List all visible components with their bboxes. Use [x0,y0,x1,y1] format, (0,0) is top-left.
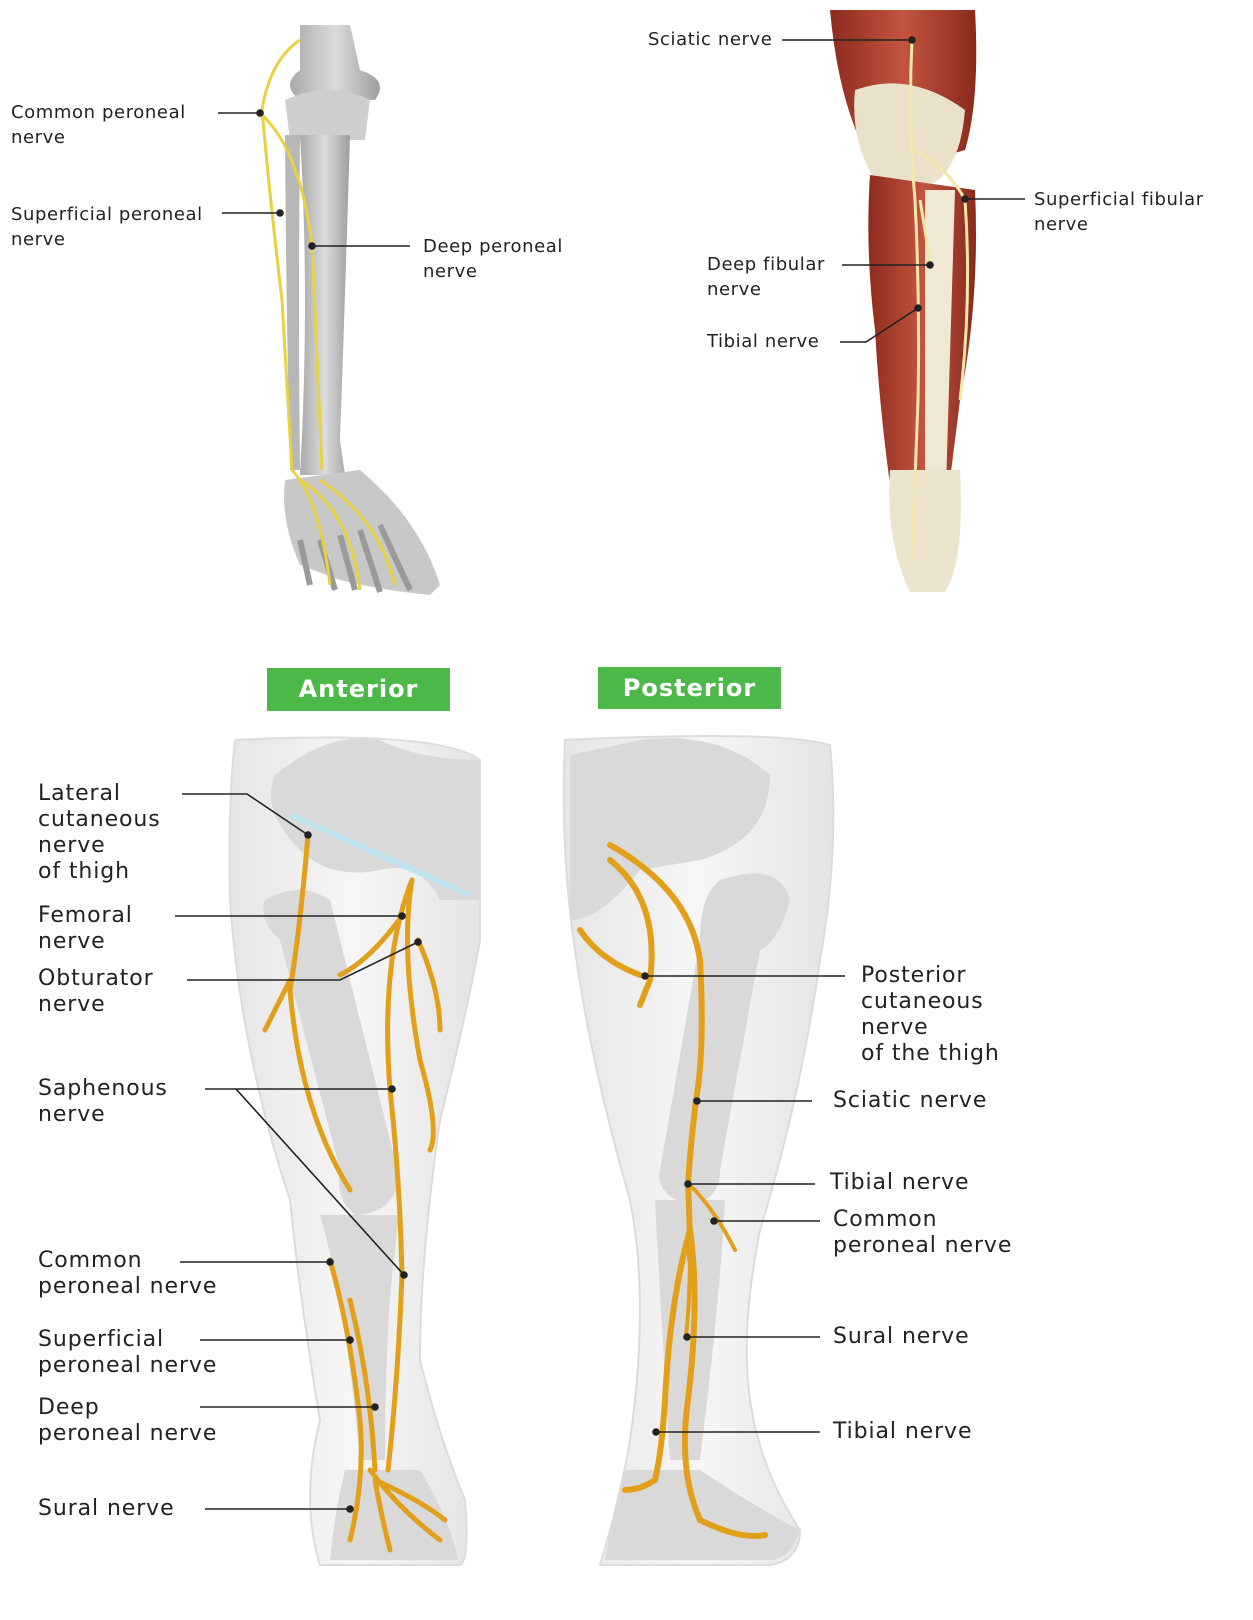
label-sural-nerve-ant: Sural nerve [38,1496,175,1522]
label-superficial-peroneal-nerve: Superficial peroneal nerve [11,202,203,252]
fibula-bone [285,135,300,470]
label-tibial-nerve-top: Tibial nerve [707,329,819,354]
label-posterior-cutaneous-nerve: Posterior cutaneous nerve of the thigh [861,963,1000,1067]
label-deep-fibular-nerve: Deep fibular nerve [707,252,825,302]
label-deep-peroneal-nerve: Deep peroneal nerve [423,234,563,284]
calf-muscles [868,175,976,520]
anterior-view-tag: Anterior [267,668,450,711]
label-sciatic-nerve-post: Sciatic nerve [833,1088,987,1114]
knee-cap [285,90,370,140]
ankle-foot [889,470,961,592]
top-left-leg-skeleton [284,25,440,595]
label-sciatic-nerve-top: Sciatic nerve [648,27,772,52]
label-obturator-nerve: Obturator nerve [38,966,154,1018]
label-femoral-nerve: Femoral nerve [38,903,133,955]
label-common-peroneal-nerve-post: Common peroneal nerve [833,1207,1012,1259]
posterior-view-tag: Posterior [598,667,781,709]
femur-end [290,25,380,100]
label-deep-peroneal-nerve-ant: Deep peroneal nerve [38,1395,217,1447]
label-common-peroneal-nerve-ant: Common peroneal nerve [38,1248,217,1300]
label-sural-nerve-post: Sural nerve [833,1324,970,1350]
top-right-leg-muscles [830,10,976,592]
tibia-bone [300,135,350,475]
label-tibial-nerve-lower: Tibial nerve [833,1419,972,1445]
label-superficial-peroneal-nerve-ant: Superficial peroneal nerve [38,1327,217,1379]
label-common-peroneal-nerve: Common peroneal nerve [11,100,186,150]
label-saphenous-nerve: Saphenous nerve [38,1076,168,1128]
label-superficial-fibular-nerve: Superficial fibular nerve [1034,187,1204,237]
label-lateral-cutaneous-nerve: Lateral cutaneous nerve of thigh [38,781,161,885]
label-tibial-nerve-upper: Tibial nerve [830,1170,969,1196]
